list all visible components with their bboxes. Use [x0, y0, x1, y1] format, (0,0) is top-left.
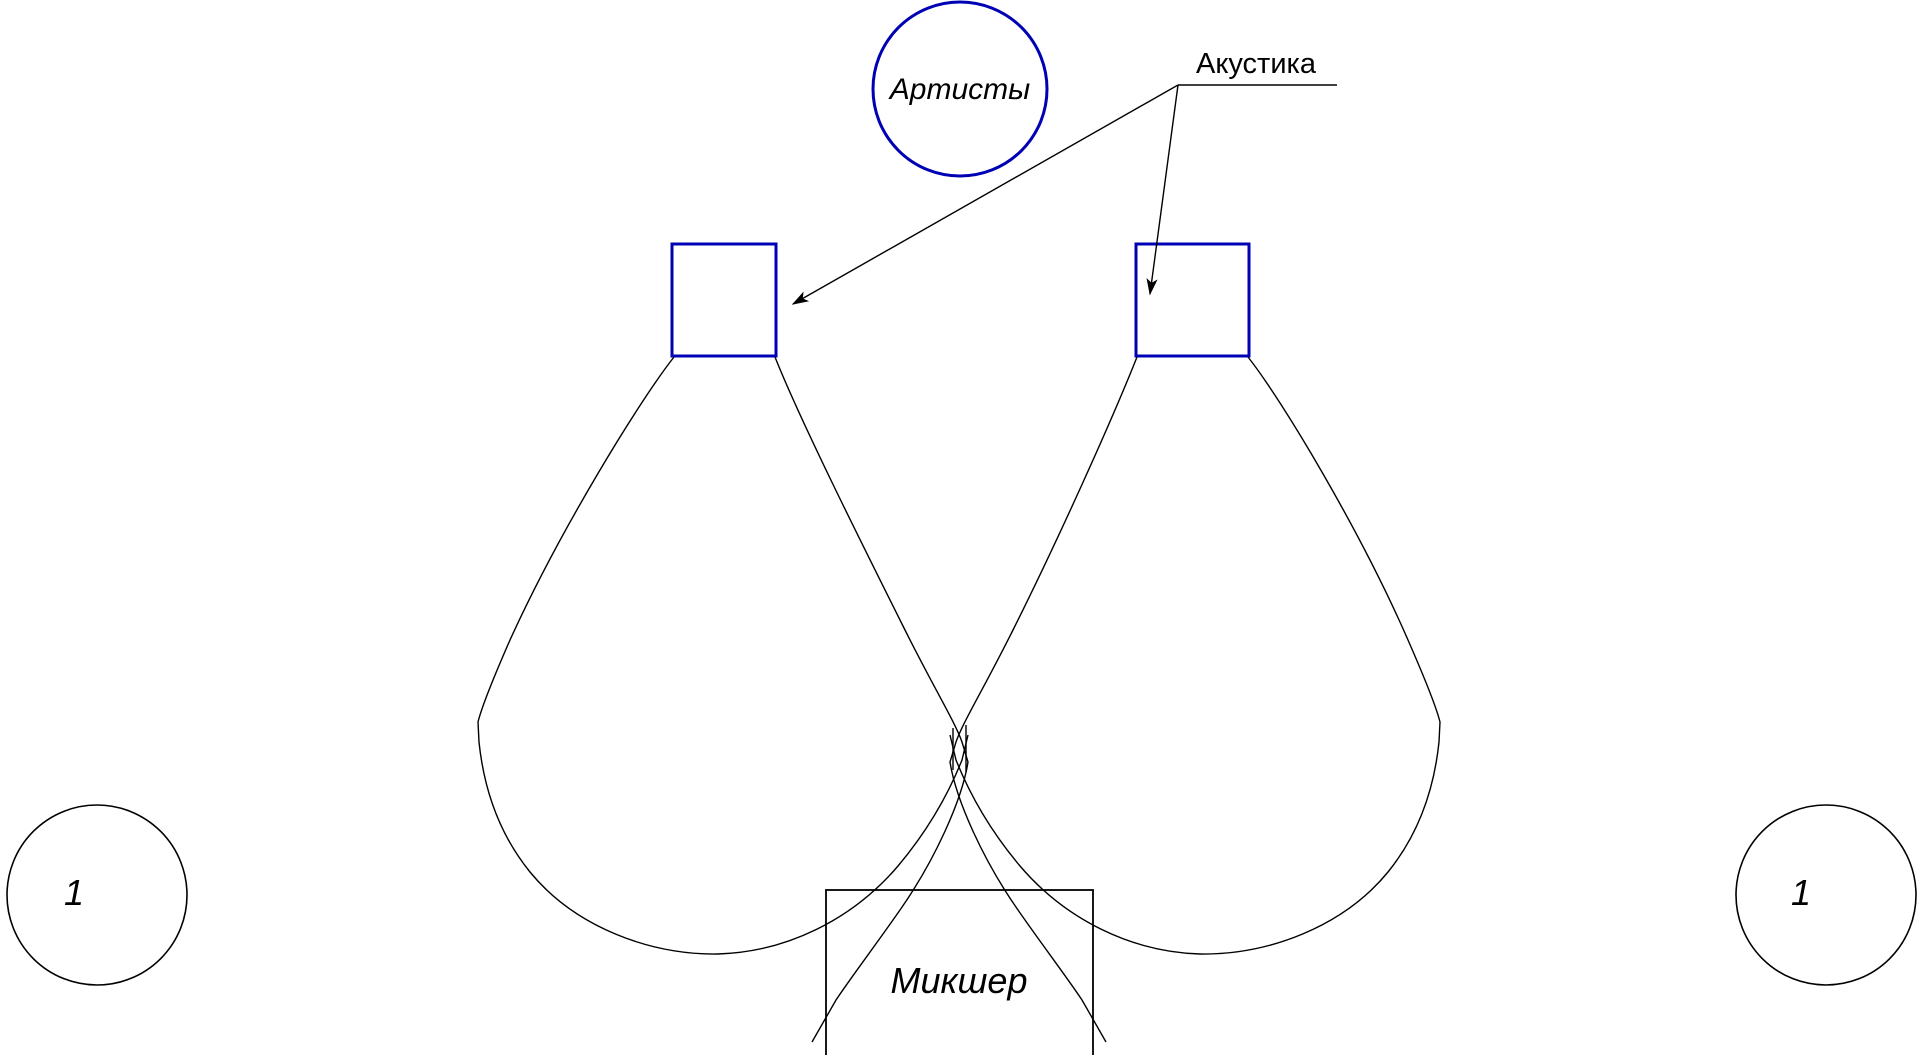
performers-circle[interactable] — [871, 0, 1049, 178]
speaker-box-right[interactable] — [1134, 242, 1251, 358]
coverage-lobe-left — [477, 356, 969, 955]
performers-node[interactable]: Артисты — [871, 0, 1049, 178]
position-marker-right[interactable]: 1 — [1735, 804, 1917, 986]
position-marker-right-circle[interactable] — [1735, 804, 1917, 986]
position-marker-left-circle[interactable] — [6, 804, 188, 986]
acoustics-label: Акустика — [1196, 48, 1317, 80]
performers-label: Артисты — [888, 73, 1030, 106]
acoustics-leader-to-right-speaker — [1146, 84, 1179, 296]
coverage-lobe-right-inner — [949, 356, 1138, 1043]
speaker-box-left[interactable] — [670, 242, 778, 358]
position-marker-left-label: 1 — [64, 872, 84, 913]
acoustics-leader-to-left-speaker — [791, 84, 1179, 305]
mixer-box[interactable] — [825, 889, 1094, 1055]
coverage-lobe-left-inner — [774, 356, 969, 1043]
acoustics-annotation-group[interactable]: Акустика — [791, 48, 1337, 305]
position-marker-left[interactable]: 1 — [6, 804, 188, 986]
mixer-label: Микшер — [891, 960, 1028, 1001]
mixer-node[interactable]: Микшер — [825, 889, 1094, 1055]
position-marker-right-label: 1 — [1791, 872, 1811, 913]
coverage-lobe-right — [949, 356, 1441, 955]
coverage-lobes-group — [477, 356, 1441, 1043]
